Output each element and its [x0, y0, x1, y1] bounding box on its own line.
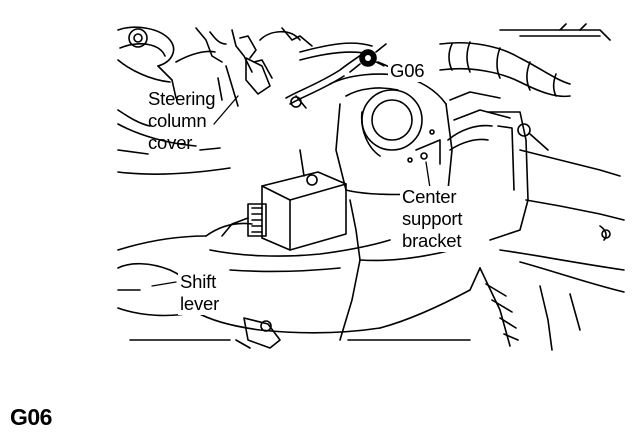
callout-shift-lever: Shift lever — [178, 271, 222, 315]
callout-g06: G06 — [388, 60, 427, 82]
heater-housing-lines — [329, 73, 511, 196]
callout-center-support-bracket: Center support bracket — [400, 186, 465, 252]
wire-harness-lines — [285, 23, 611, 109]
leader-lines — [151, 59, 431, 287]
control-module — [221, 149, 347, 251]
callout-steering-column-cover: Steering column cover — [148, 88, 216, 153]
steering-area-lines — [117, 26, 313, 175]
figure-caption: G06 — [10, 404, 52, 430]
center-bracket-lines — [447, 111, 625, 351]
ground-point-g06 — [349, 43, 393, 73]
